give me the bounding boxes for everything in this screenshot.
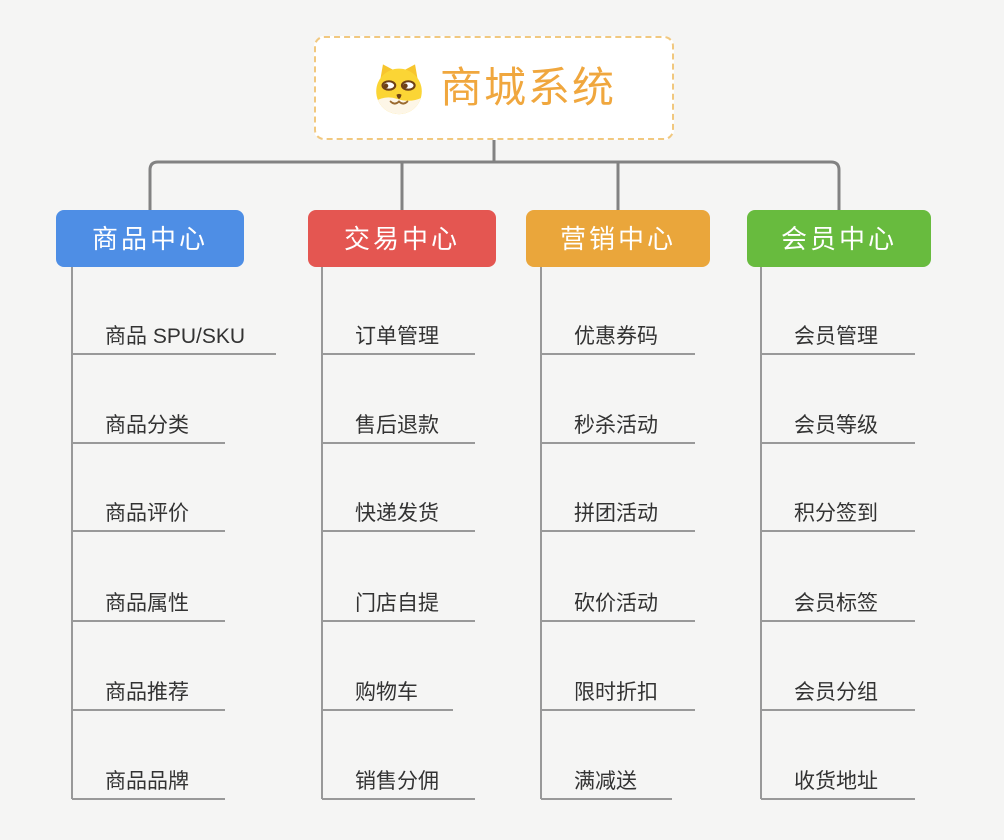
leaf-node[interactable]: 门店自提 [322, 576, 475, 622]
leaf-label: 会员标签 [794, 592, 878, 615]
leaf-label: 限时折扣 [574, 681, 658, 704]
leaf-label: 拼团活动 [574, 502, 658, 525]
leaf-label: 砍价活动 [574, 592, 658, 615]
dog-face-icon [376, 64, 422, 115]
leaf-label: 收货地址 [794, 770, 878, 793]
leaf-label: 商品评价 [105, 502, 189, 525]
branch-label: 会员中心 [780, 223, 897, 254]
leaf-node[interactable]: 商品属性 [72, 576, 225, 622]
leaf-label: 积分签到 [794, 502, 878, 525]
leaf-label: 销售分佣 [355, 770, 439, 793]
leaf-node[interactable]: 订单管理 [322, 309, 475, 355]
leaf-node[interactable]: 满减送 [541, 754, 672, 800]
leaf-label: 商品分类 [105, 414, 189, 437]
branch-node-member-center[interactable]: 会员中心 [747, 210, 931, 267]
branch-label: 营销中心 [559, 223, 676, 254]
leaf-label: 会员管理 [794, 325, 878, 348]
leaf-node[interactable]: 秒杀活动 [541, 398, 695, 444]
leaf-node[interactable]: 积分签到 [761, 486, 915, 532]
branch-node-trade-center[interactable]: 交易中心 [308, 210, 496, 267]
leaf-node[interactable]: 砍价活动 [541, 576, 695, 622]
leaf-label: 商品属性 [105, 592, 189, 615]
root-title: 商城系统 [439, 64, 616, 111]
branch-elbow-connector [148, 160, 841, 210]
leaf-label: 商品推荐 [105, 681, 189, 704]
leaf-node[interactable]: 会员分组 [761, 665, 915, 711]
leaf-node[interactable]: 售后退款 [322, 398, 475, 444]
leaf-node[interactable]: 会员等级 [761, 398, 915, 444]
leaf-node[interactable]: 商品评价 [72, 486, 225, 532]
leaf-label: 满减送 [574, 770, 637, 793]
leaf-label: 秒杀活动 [574, 414, 658, 437]
leaf-label: 优惠券码 [574, 325, 658, 348]
leaf-label: 购物车 [355, 681, 418, 704]
leaf-node[interactable]: 商品分类 [72, 398, 225, 444]
leaf-node[interactable]: 购物车 [322, 665, 453, 711]
root-node[interactable]: 商城系统 [314, 36, 674, 140]
branch-label: 商品中心 [91, 223, 208, 254]
leaf-node[interactable]: 限时折扣 [541, 665, 695, 711]
leaf-label: 会员等级 [794, 414, 878, 437]
branch-node-marketing-center[interactable]: 营销中心 [526, 210, 710, 267]
branch-node-product-center[interactable]: 商品中心 [56, 210, 244, 267]
leaf-node[interactable]: 优惠券码 [541, 309, 695, 355]
leaf-label: 门店自提 [355, 592, 439, 615]
leaf-label: 会员分组 [794, 681, 878, 704]
leaf-node[interactable]: 商品品牌 [72, 754, 225, 800]
leaf-label: 商品 SPU/SKU [105, 325, 246, 348]
leaf-node[interactable]: 快递发货 [322, 486, 475, 532]
leaf-node[interactable]: 会员标签 [761, 576, 915, 622]
leaf-node[interactable]: 商品推荐 [72, 665, 225, 711]
leaf-label: 订单管理 [355, 325, 439, 348]
branch-label: 交易中心 [343, 223, 460, 254]
leaf-label: 商品品牌 [105, 770, 189, 793]
leaf-node[interactable]: 会员管理 [761, 309, 915, 355]
leaf-label: 售后退款 [355, 414, 439, 437]
leaf-label: 快递发货 [355, 502, 439, 525]
leaf-node[interactable]: 收货地址 [761, 754, 915, 800]
leaf-node[interactable]: 商品 SPU/SKU [72, 309, 276, 355]
leaf-node[interactable]: 拼团活动 [541, 486, 695, 532]
leaf-node[interactable]: 销售分佣 [322, 754, 475, 800]
